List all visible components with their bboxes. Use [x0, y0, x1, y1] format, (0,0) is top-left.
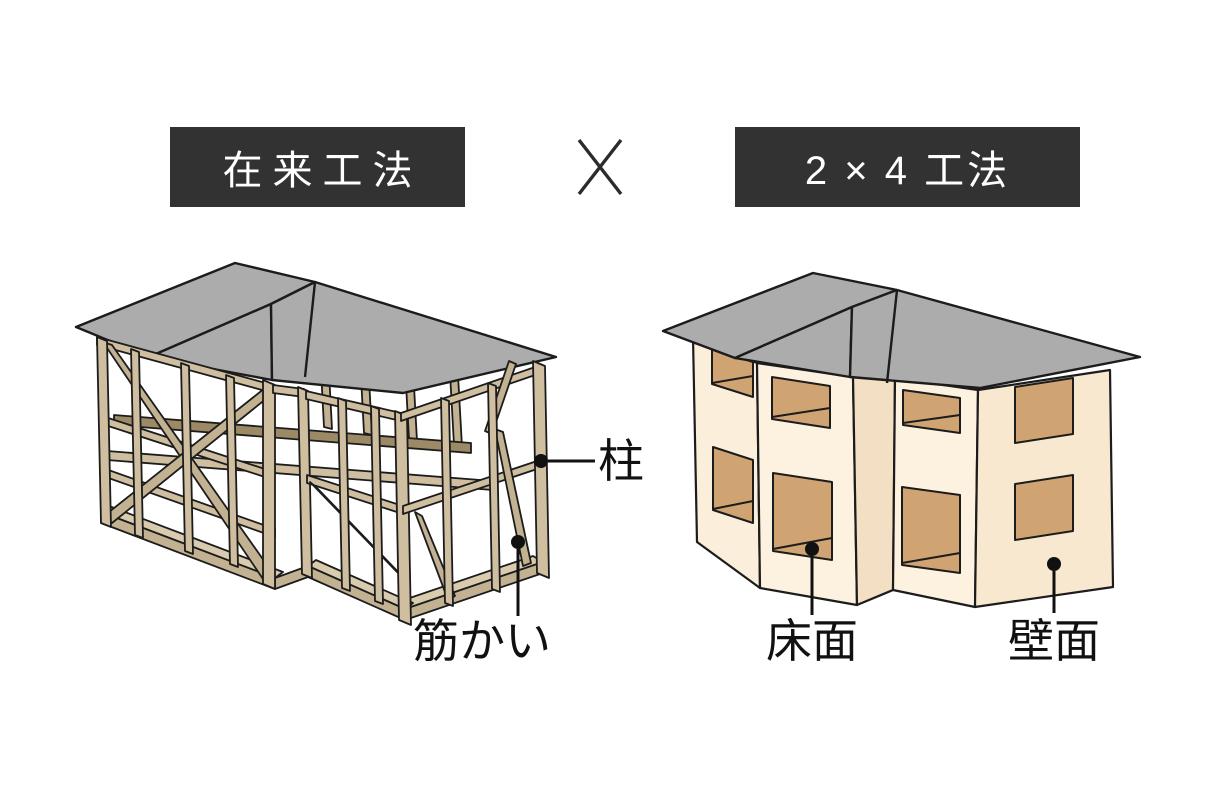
leader-lines	[511, 454, 595, 616]
right-house-roof	[661, 271, 1142, 390]
leader-lines	[805, 542, 1061, 615]
step-return-wall	[851, 375, 897, 607]
labeled-diagonal-brace	[494, 428, 532, 567]
diagonal-brace-label: 筋かい	[413, 615, 551, 667]
pillar-dot	[534, 454, 548, 468]
two-by-four-panel-house-illustration	[661, 271, 1142, 615]
pillar-label: 柱	[598, 435, 644, 487]
step-face-frame	[272, 384, 313, 579]
foundation-sills	[100, 505, 544, 621]
wall-dot	[1047, 557, 1061, 571]
right-method-label: 2 × 4 工法	[804, 149, 1011, 193]
floor-dot	[805, 542, 819, 556]
conventional-frame-house-illustration	[74, 261, 595, 626]
left-wall-frame	[96, 336, 276, 590]
multiply-separator-icon	[577, 138, 623, 196]
wall-panel-label: 壁面	[1008, 615, 1100, 667]
left-method-header-box: 在来工法	[170, 127, 465, 207]
left-method-label: 在来工法	[222, 149, 423, 193]
openings	[711, 348, 1074, 574]
brace-dot	[511, 535, 525, 549]
right-method-header-box: 2 × 4 工法	[735, 127, 1080, 207]
left-house-roof	[74, 261, 558, 395]
floor-panel-opening	[772, 472, 833, 561]
floor-panel-label: 床面	[766, 615, 858, 667]
